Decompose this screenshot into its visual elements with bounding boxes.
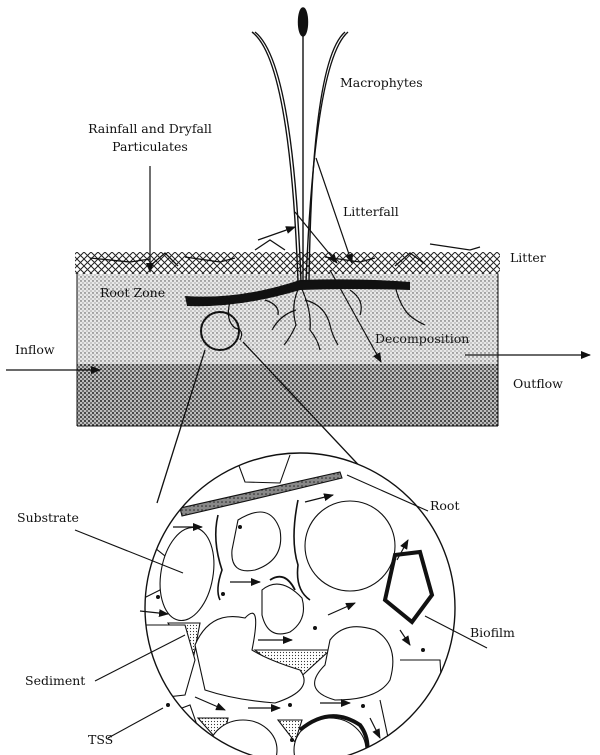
zoom-circle	[200, 311, 240, 351]
label-litter: Litter	[510, 250, 546, 265]
roots	[227, 284, 426, 351]
uptake-arrow	[257, 226, 296, 241]
biofilm-grain	[298, 714, 370, 755]
pore-detail	[139, 452, 456, 755]
label-macrophytes: Macrophytes	[340, 75, 423, 90]
sediment-fill	[276, 719, 303, 744]
cattail-head	[297, 7, 309, 37]
lower-substrate-layer	[77, 364, 498, 426]
label-decomposition: Decomposition	[375, 331, 469, 346]
litterfall-arrow-1	[294, 211, 338, 264]
process-arrows	[6, 157, 591, 374]
pore-root	[179, 471, 343, 517]
substrate-grain	[304, 500, 396, 592]
substrate-grain	[231, 511, 282, 572]
label-outflow: Outflow	[513, 376, 563, 391]
leader-lines	[74, 474, 488, 739]
label-rainfall-line1: Rainfall and Dryfall	[88, 121, 212, 136]
label-root-zone: Root Zone	[100, 285, 165, 300]
macrophyte-plant	[251, 7, 349, 283]
tss-particles	[156, 525, 425, 742]
root-mat	[185, 279, 410, 307]
wetland-cross-section	[75, 239, 500, 504]
pore-detail-outline	[144, 452, 456, 755]
substrate-grain	[194, 612, 305, 704]
label-root: Root	[430, 498, 460, 513]
substrate-grain	[314, 626, 394, 701]
label-substrate: Substrate	[17, 510, 79, 525]
label-inflow: Inflow	[15, 342, 55, 357]
biofilm	[382, 549, 435, 625]
label-litterfall: Litterfall	[343, 204, 399, 219]
label-biofilm: Biofilm	[470, 625, 515, 640]
label-tss: TSS	[88, 732, 113, 747]
litter-layer	[75, 252, 500, 274]
substrate-grain	[261, 583, 305, 635]
decomposition-arrow	[329, 269, 382, 363]
label-sediment: Sediment	[25, 673, 85, 688]
label-rainfall-line2: Particulates	[112, 139, 188, 154]
labels: Macrophytes Rainfall and Dryfall Particu…	[15, 75, 563, 747]
litterfall-arrow-2	[315, 157, 353, 264]
